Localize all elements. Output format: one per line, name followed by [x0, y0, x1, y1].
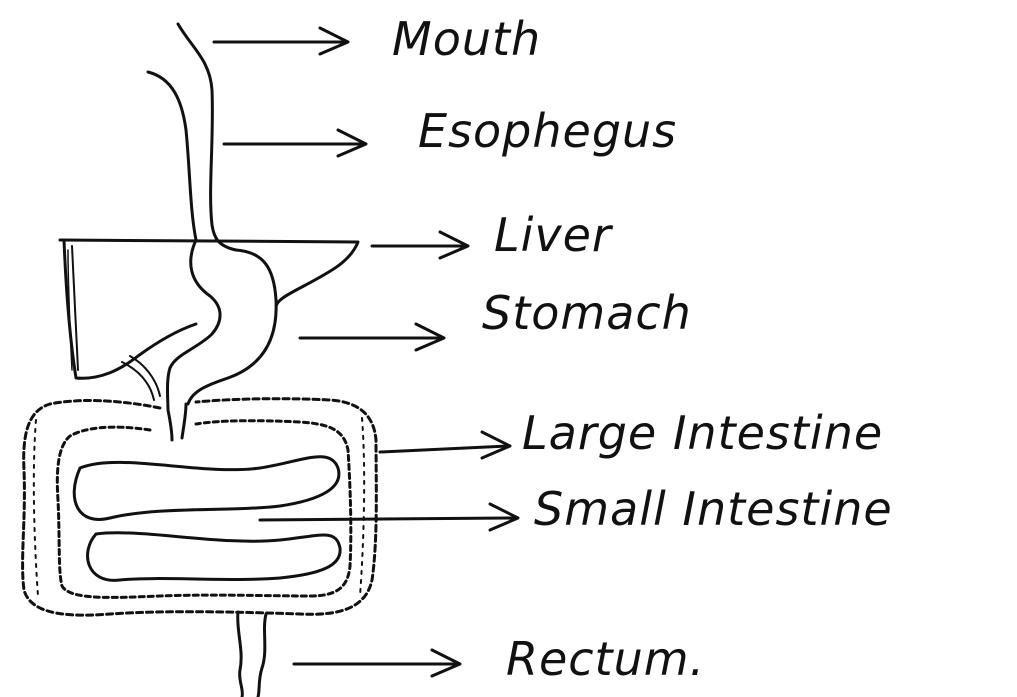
label-small-intestine: Small Intestine: [534, 486, 893, 532]
stomach-drawing: [168, 240, 277, 440]
arrow-esophagus: [224, 130, 366, 156]
label-mouth: Mouth: [392, 16, 541, 62]
label-esophagus: Esophegus: [418, 108, 677, 154]
liver-drawing: [60, 240, 358, 378]
label-stomach: Stomach: [482, 290, 692, 336]
esophagus-drawing: [148, 24, 236, 250]
arrow-liver: [372, 232, 468, 258]
label-liver: Liver: [494, 212, 612, 258]
arrow-mouth: [214, 28, 348, 54]
arrow-large-intestine: [380, 432, 510, 458]
arrow-stomach: [300, 324, 444, 350]
arrow-small-intestine: [260, 504, 518, 530]
rectum-drawing: [238, 612, 266, 697]
label-large-intestine: Large Intestine: [522, 410, 883, 456]
label-rectum: Rectum.: [506, 636, 705, 682]
arrow-rectum: [294, 650, 460, 676]
